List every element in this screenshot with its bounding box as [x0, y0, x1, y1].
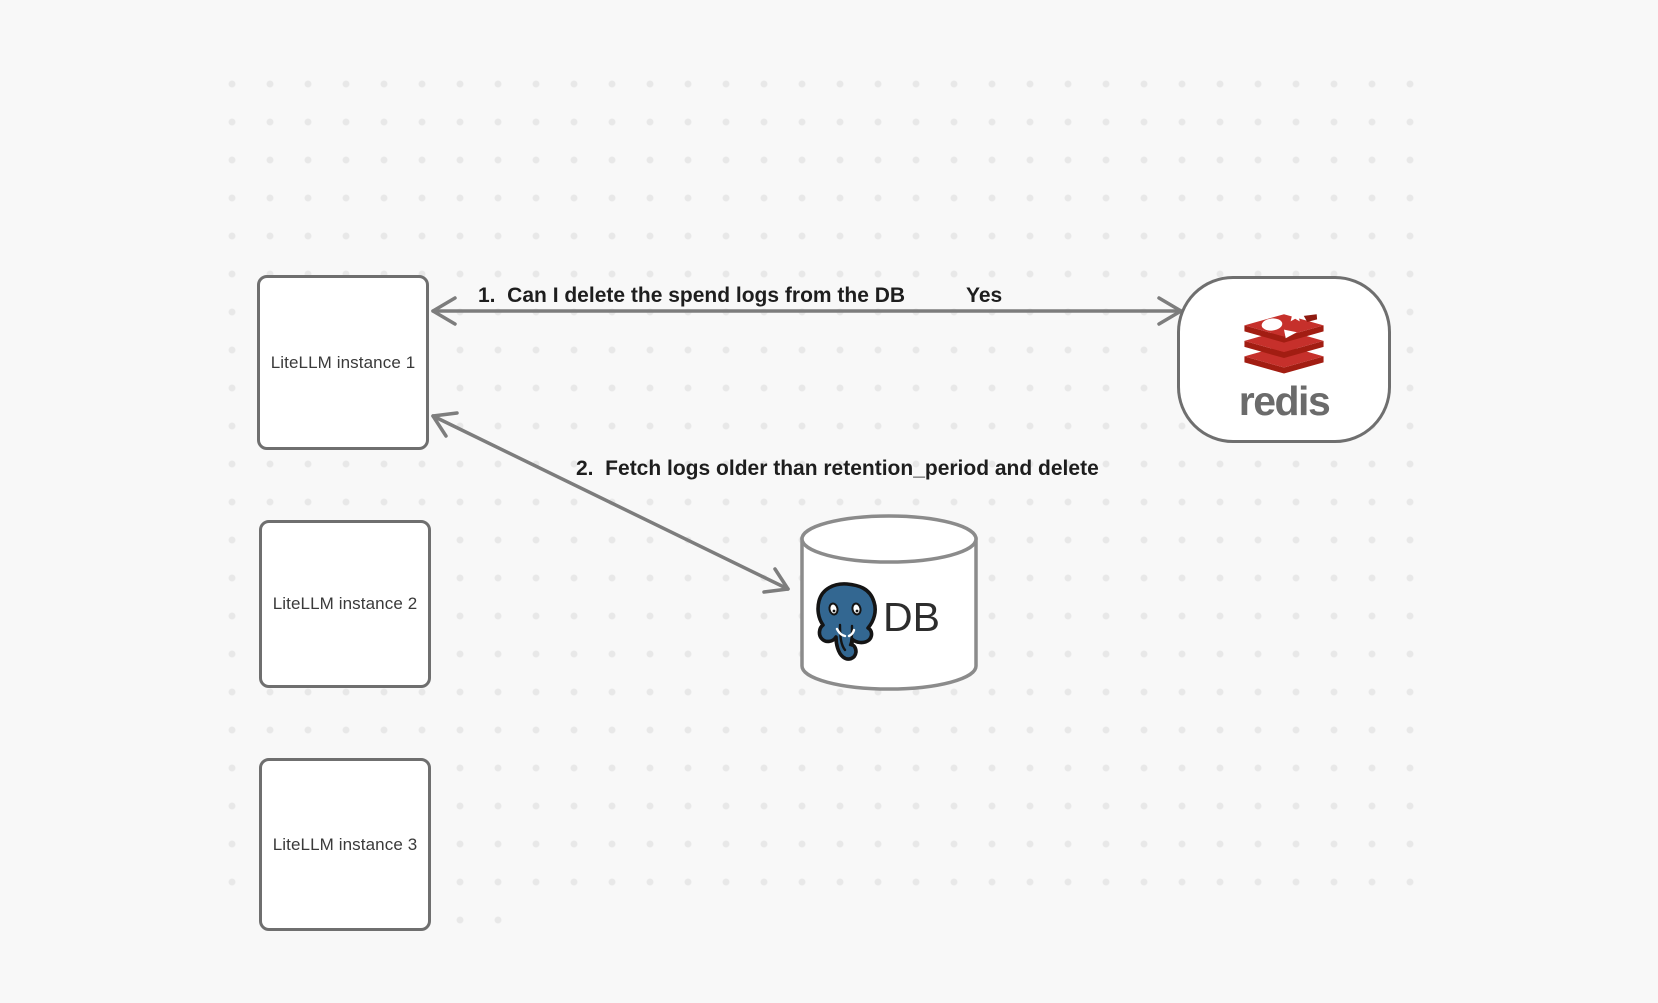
arrowhead-downright-icon: [762, 567, 790, 594]
node-redis[interactable]: redis: [1177, 276, 1391, 443]
edge1-response-label: Yes: [966, 284, 1003, 307]
arrowhead-left-icon: [431, 296, 457, 326]
node-litellm-instance-1[interactable]: LiteLLM instance 1: [257, 275, 429, 450]
redis-wordmark: redis: [1238, 378, 1331, 424]
postgresql-elephant-icon: [811, 581, 883, 663]
edge1-label: 1. Can I delete the spend logs from the …: [478, 284, 906, 307]
node-litellm-instance-2-label: LiteLLM instance 2: [272, 594, 418, 613]
arrowhead-upleft-icon: [431, 411, 459, 438]
redis-stack-logo-icon: [1244, 307, 1324, 374]
edge2-double-arrow[interactable]: [431, 411, 790, 594]
db-node-label: DB: [883, 594, 940, 640]
node-litellm-instance-3[interactable]: LiteLLM instance 3: [259, 758, 431, 931]
node-litellm-instance-3-label: LiteLLM instance 3: [272, 834, 418, 854]
edge2-label: 2. Fetch logs older than retention_perio…: [576, 457, 1099, 480]
node-litellm-instance-1-label: LiteLLM instance 1: [270, 352, 416, 372]
node-litellm-instance-2[interactable]: LiteLLM instance 2: [259, 520, 431, 688]
